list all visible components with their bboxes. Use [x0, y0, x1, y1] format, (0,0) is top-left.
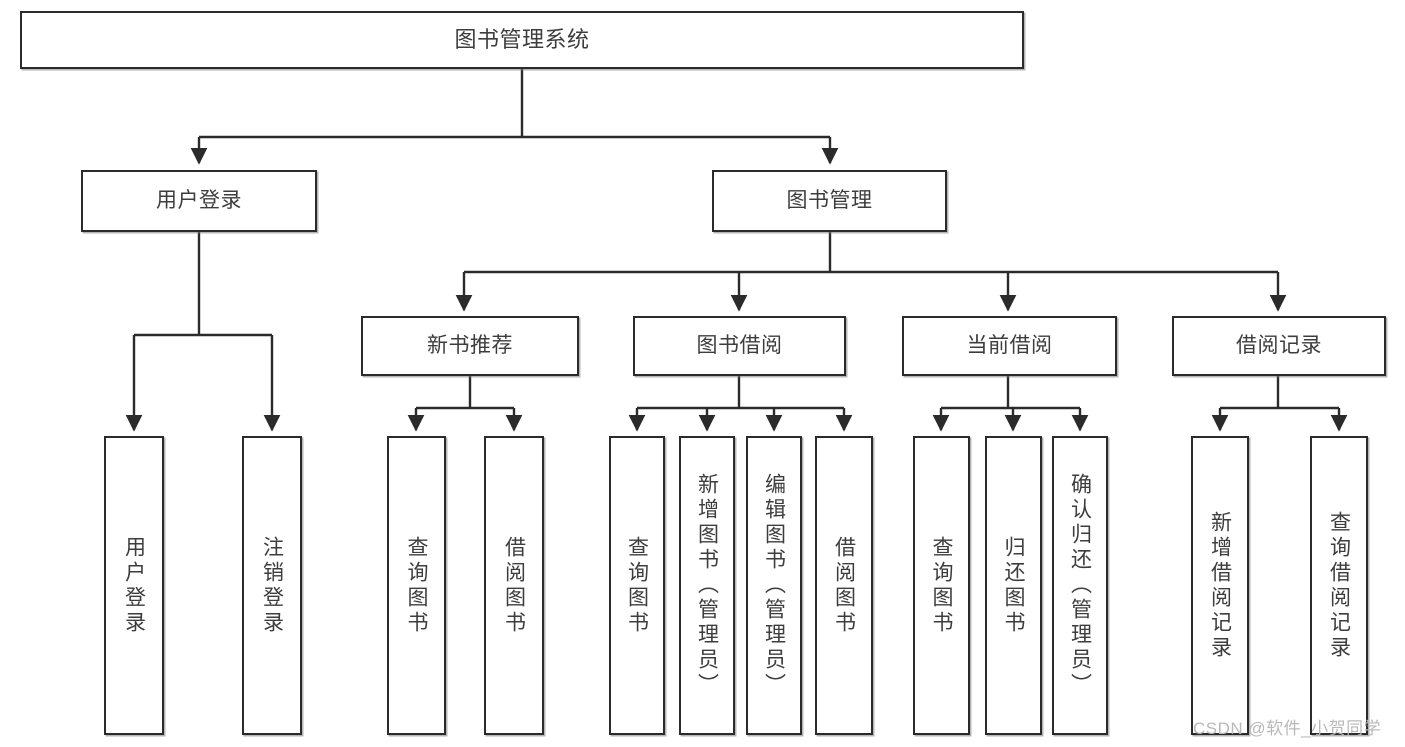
- node-leaf-query-borrow-record-label: 查询借阅记录: [1327, 510, 1351, 661]
- node-book-manage-label: 图书管理: [786, 189, 873, 213]
- node-leaf-add-borrow-record-label: 新增借阅记录: [1208, 510, 1232, 661]
- node-leaf-add-borrow-record[interactable]: 新增借阅记录: [1191, 436, 1249, 735]
- node-leaf-confirm-return-admin-label: 确认归还（管理员）: [1068, 473, 1092, 698]
- node-leaf-borrow-book-2[interactable]: 借阅图书: [815, 436, 873, 735]
- node-leaf-query-book-1[interactable]: 查询图书: [387, 436, 446, 735]
- node-borrow-record[interactable]: 借阅记录: [1172, 316, 1386, 376]
- node-book-manage[interactable]: 图书管理: [712, 170, 947, 232]
- node-leaf-confirm-return-admin[interactable]: 确认归还（管理员）: [1052, 436, 1108, 735]
- watermark: CSDN @软件_小贺同学: [1193, 719, 1382, 738]
- node-leaf-edit-book-admin[interactable]: 编辑图书（管理员）: [746, 436, 802, 735]
- node-borrow-record-label: 借阅记录: [1236, 334, 1322, 358]
- node-leaf-query-book-2-label: 查询图书: [625, 535, 649, 636]
- node-leaf-return-book[interactable]: 归还图书: [985, 436, 1042, 735]
- node-leaf-borrow-book-1[interactable]: 借阅图书: [484, 436, 544, 735]
- node-book-borrow-label: 图书借阅: [696, 334, 783, 358]
- node-new-book-recommend-label: 新书推荐: [427, 334, 513, 358]
- node-new-book-recommend[interactable]: 新书推荐: [361, 316, 579, 376]
- node-leaf-user-logout-label: 注销登录: [260, 535, 284, 636]
- node-leaf-query-book-2[interactable]: 查询图书: [609, 436, 665, 735]
- node-leaf-query-book-3[interactable]: 查询图书: [913, 436, 970, 735]
- node-leaf-borrow-book-1-label: 借阅图书: [502, 535, 526, 636]
- node-book-borrow[interactable]: 图书借阅: [633, 316, 846, 376]
- node-root-label: 图书管理系统: [454, 26, 590, 52]
- node-leaf-user-login[interactable]: 用户登录: [104, 436, 164, 735]
- node-current-borrow-label: 当前借阅: [966, 334, 1053, 358]
- node-leaf-user-logout[interactable]: 注销登录: [242, 436, 302, 735]
- node-root[interactable]: 图书管理系统: [20, 11, 1024, 69]
- node-leaf-query-book-1-label: 查询图书: [405, 535, 428, 636]
- node-user-login-label: 用户登录: [156, 189, 242, 213]
- node-leaf-borrow-book-2-label: 借阅图书: [832, 535, 856, 636]
- node-leaf-query-book-3-label: 查询图书: [930, 535, 953, 636]
- node-user-login[interactable]: 用户登录: [81, 170, 317, 232]
- node-leaf-query-borrow-record[interactable]: 查询借阅记录: [1310, 436, 1368, 735]
- node-leaf-return-book-label: 归还图书: [1002, 535, 1025, 636]
- node-leaf-edit-book-admin-label: 编辑图书（管理员）: [762, 473, 786, 698]
- node-leaf-add-book-admin-label: 新增图书（管理员）: [695, 473, 719, 698]
- node-current-borrow[interactable]: 当前借阅: [902, 316, 1117, 376]
- node-leaf-add-book-admin[interactable]: 新增图书（管理员）: [679, 436, 735, 735]
- node-leaf-user-login-label: 用户登录: [122, 535, 146, 636]
